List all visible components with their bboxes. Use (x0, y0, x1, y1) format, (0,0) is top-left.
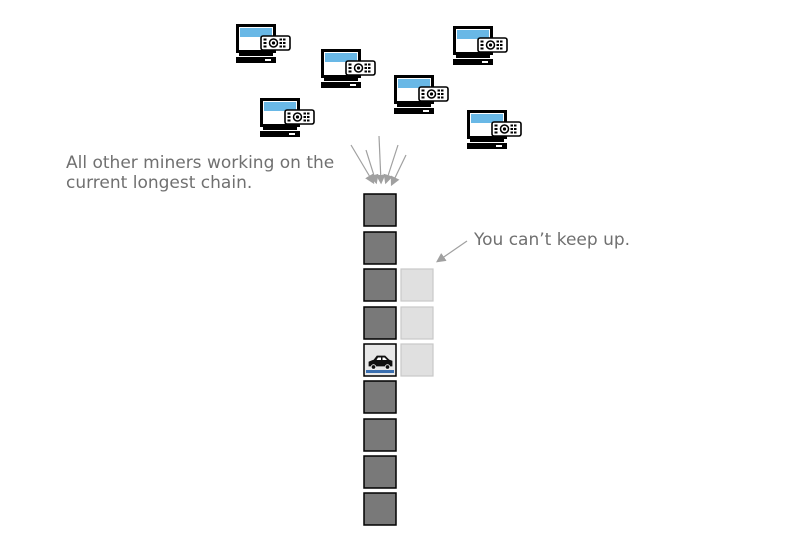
miners-group (234, 24, 523, 151)
chain-block (363, 193, 397, 227)
chain-block (363, 492, 397, 526)
chain-block (363, 380, 397, 414)
work-arrow (375, 135, 386, 185)
attacker-block (400, 306, 434, 340)
miners-caption: All other miners working on the current … (66, 153, 366, 193)
miner-computer-icon (451, 26, 509, 67)
work-arrow (390, 154, 407, 187)
miner-computer-icon (258, 98, 316, 139)
miners-caption-line2: current longest chain. (66, 173, 253, 193)
miner-arrows (350, 135, 407, 187)
chain-block (363, 306, 397, 340)
chain-block (363, 231, 397, 265)
miners-caption-line1: All other miners working on the (66, 153, 335, 173)
work-arrow (365, 149, 379, 185)
keep-up-caption: You can’t keep up. (474, 230, 631, 250)
miner-computer-icon (465, 110, 523, 151)
attacker-chain (400, 268, 434, 377)
car-icon (366, 355, 394, 373)
chain-block (363, 418, 397, 452)
chain-block (363, 455, 397, 489)
work-arrow (383, 144, 399, 185)
miner-computer-icon (319, 49, 377, 90)
miner-computer-icon (234, 24, 292, 65)
chain-block (363, 268, 397, 302)
attacker-block (400, 268, 434, 302)
miner-computer-icon (392, 75, 450, 116)
attacker-block (400, 343, 434, 377)
main-chain (363, 193, 397, 526)
keep-up-arrow (436, 240, 468, 263)
